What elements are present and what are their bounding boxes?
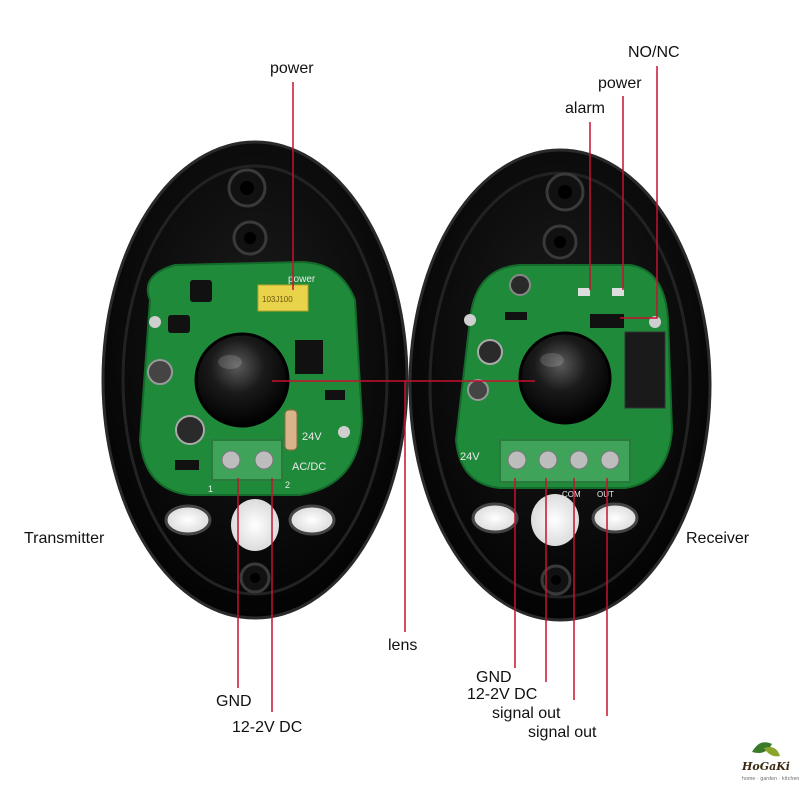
silk-acdc: AC/DC — [292, 461, 326, 473]
diode — [175, 460, 199, 470]
brand-tagline: home · garden · kitchen — [742, 776, 800, 782]
electrolytic-capacitor — [477, 339, 503, 365]
label-transmitter: Transmitter — [24, 530, 105, 547]
screw-hole — [554, 236, 566, 248]
label-rx-power: power — [598, 75, 642, 92]
transistor — [168, 315, 190, 333]
cable-hole — [231, 499, 279, 551]
screw-hole — [240, 181, 254, 195]
silk-com: COM — [562, 490, 581, 499]
electrolytic-capacitor — [467, 379, 489, 401]
label-tx-dc: 12-2V DC — [232, 719, 303, 736]
transmitter-housing-rim — [121, 164, 389, 596]
yellow-capacitor — [257, 284, 309, 312]
label-rx-no-nc: NO/NC — [628, 44, 680, 61]
callout-lines — [237, 66, 658, 716]
silk-voltage: 24V — [302, 431, 322, 443]
jumper-header — [590, 314, 624, 328]
callout-rx-no-nc — [620, 66, 658, 319]
terminal-screw — [254, 450, 274, 470]
terminal-screw — [507, 450, 527, 470]
label-tx-gnd: GND — [216, 693, 252, 710]
screw-hole — [250, 573, 260, 583]
alarm-led — [578, 288, 590, 296]
cable-hole — [471, 502, 519, 534]
leaf-logo-icon — [752, 742, 780, 757]
screw-hole — [244, 232, 256, 244]
receiver-lens — [518, 331, 612, 425]
electrolytic-capacitor — [147, 359, 173, 385]
cable-hole — [531, 494, 579, 546]
terminal-screw — [569, 450, 589, 470]
transmitter-lens — [194, 332, 290, 428]
electrolytic-capacitor — [509, 274, 531, 296]
mount-hole — [464, 314, 476, 326]
label-receiver: Receiver — [686, 530, 750, 547]
screw-hole — [558, 185, 572, 199]
label-rx-dc: 12-2V DC — [467, 686, 538, 703]
label-rx-alarm: alarm — [565, 100, 606, 117]
mount-hole — [338, 426, 350, 438]
cable-hole — [591, 502, 639, 534]
terminal-screw — [600, 450, 620, 470]
cable-hole — [288, 504, 336, 536]
capacitor-text: 103J100 — [262, 295, 293, 304]
cable-hole — [164, 504, 212, 536]
smd-part — [325, 390, 345, 400]
screw-hole — [551, 575, 561, 585]
lens-highlight — [218, 355, 242, 369]
label-rx-signal-out-1: signal out — [492, 705, 561, 722]
label-tx-power: power — [270, 60, 314, 77]
silk-pin-2: 2 — [285, 480, 290, 490]
silk-out: OUT — [597, 490, 614, 499]
resistor — [284, 409, 298, 451]
mount-hole — [649, 316, 661, 328]
power-led — [612, 288, 624, 296]
brand-name: HoGaKi — [742, 760, 790, 773]
relay — [624, 331, 666, 409]
label-rx-gnd: GND — [476, 669, 512, 686]
receiver-unit: 24V COM OUT — [408, 148, 712, 622]
receiver-housing-rim — [428, 171, 692, 599]
electrolytic-capacitor — [175, 415, 205, 445]
silk-power: power — [288, 274, 316, 285]
terminal-screw — [221, 450, 241, 470]
terminal-screw — [538, 450, 558, 470]
smd-part — [505, 312, 527, 320]
transmitter-unit: 103J100 power 24V AC/DC 1 2 — [101, 140, 409, 620]
mount-hole — [149, 316, 161, 328]
label-rx-signal-out-2: signal out — [528, 724, 597, 741]
lens-highlight — [540, 353, 564, 367]
silk-voltage: 24V — [460, 451, 480, 463]
transistor — [190, 280, 212, 302]
label-lens: lens — [388, 637, 418, 654]
ic-chip — [295, 340, 323, 374]
silk-pin-1: 1 — [208, 484, 213, 494]
